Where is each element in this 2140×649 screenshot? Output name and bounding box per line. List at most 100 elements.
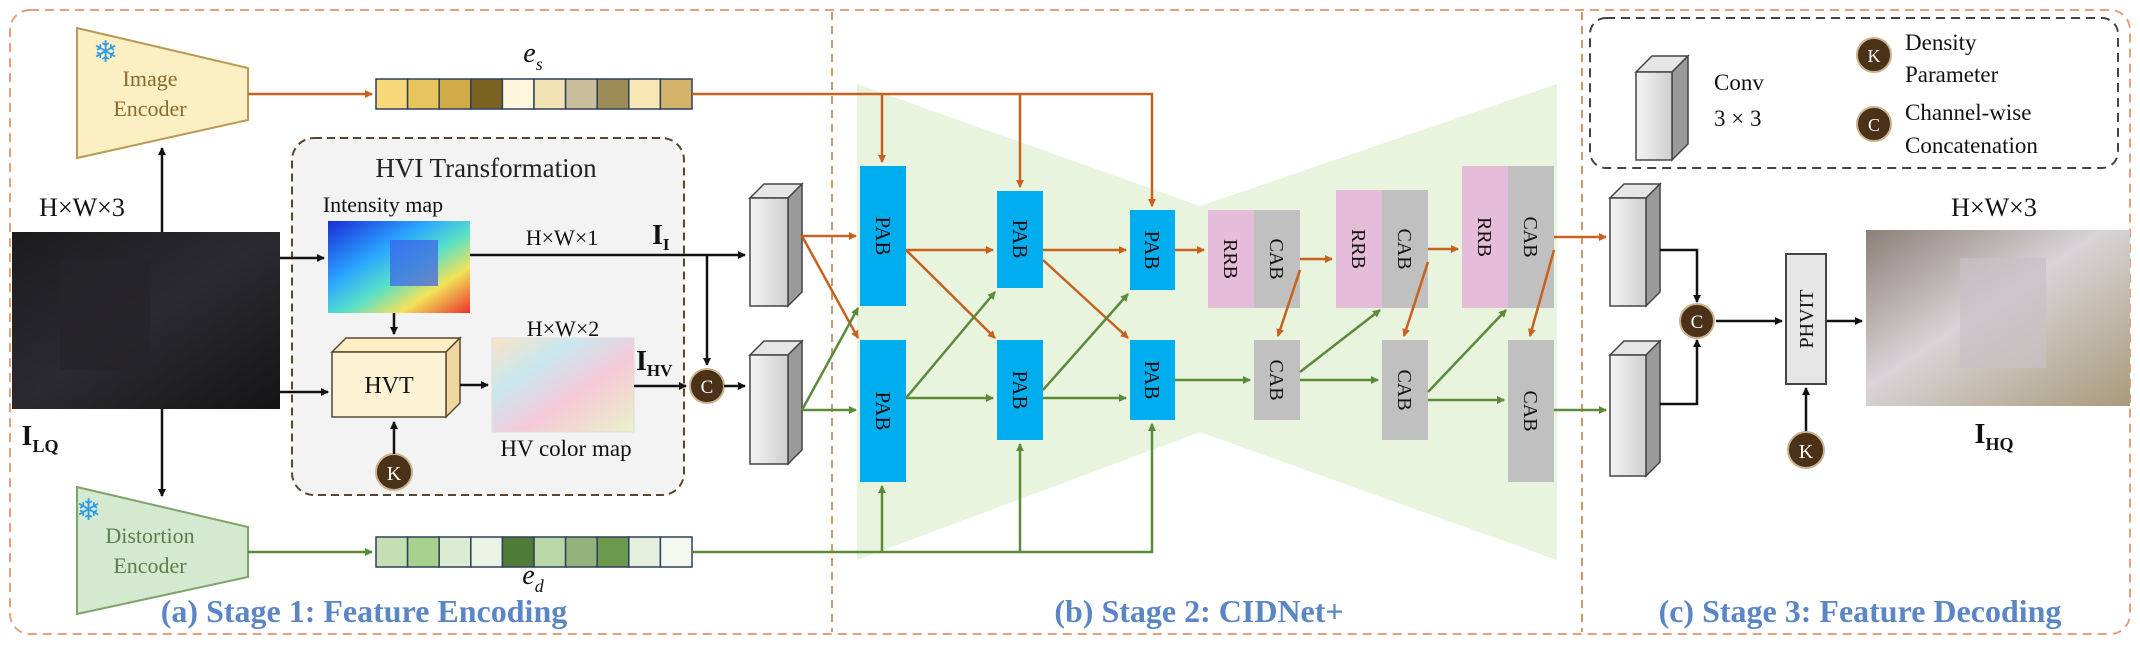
hvt-block-top [330, 337, 462, 353]
density-k-label: K [387, 463, 402, 485]
legend-conv-label-2: 3 × 3 [1714, 106, 1761, 131]
conv-block-1 [748, 182, 804, 308]
es-cells-cell [375, 78, 409, 110]
stage1-title: (a) Stage 1: Feature Encoding [161, 593, 567, 629]
es-cells-cell [501, 78, 535, 110]
es-cells-cell [596, 78, 630, 110]
dim-hw2-label: H×W×2 [527, 316, 599, 341]
cab-block-5: CAB [1382, 340, 1428, 440]
es-cells-cell [628, 78, 662, 110]
svg-text:CAB: CAB [1519, 216, 1541, 257]
ed-cells-cell [406, 536, 440, 568]
concat-c-icon-2 [1679, 303, 1715, 339]
pab-block-6: PAB [1130, 340, 1175, 420]
ed-cells-cell [596, 536, 630, 568]
ed-embedding [375, 536, 693, 568]
snowflake-icon: ❄ [93, 36, 118, 69]
pab-block-1: PAB [860, 166, 906, 306]
density-k-icon-2 [1787, 431, 1825, 469]
output-hq-label: IHQ [1975, 419, 2014, 454]
svg-text:PAB: PAB [871, 392, 895, 431]
pab-block-3: PAB [997, 191, 1043, 288]
orange-arrows [248, 90, 1607, 339]
es-cells-cell [659, 78, 693, 110]
rrb-block-1: RRB [1208, 210, 1254, 308]
cab-block-6: CAB [1508, 340, 1554, 482]
rrb-block-2: RRB [1336, 190, 1382, 308]
cab-block-3: CAB [1508, 166, 1554, 308]
svg-text:PAB: PAB [1008, 220, 1032, 259]
intensity-map-detail [390, 240, 438, 286]
hvt-block [331, 351, 447, 418]
es-cells-cell [470, 78, 504, 110]
ed-cells-cell [659, 536, 693, 568]
es-cells-cell [438, 78, 472, 110]
hvi-title: HVI Transformation [375, 153, 597, 183]
distortion-encoder-shape [76, 485, 249, 616]
es-cells-cell [533, 78, 567, 110]
image-encoder-shape [76, 26, 249, 160]
legend-c-icon [1856, 106, 1892, 142]
density-k-label-2: K [1799, 441, 1814, 463]
ed-cells-cell [628, 536, 662, 568]
ed-cells-cell [501, 536, 535, 568]
output-hq-image-detail [1960, 258, 2046, 368]
stage3-title: (c) Stage 3: Feature Decoding [1659, 593, 2062, 629]
svg-text:RRB: RRB [1347, 229, 1369, 269]
phvit-block [1785, 253, 1827, 385]
legend-conv-icon [1634, 54, 1690, 162]
conv-block-2 [748, 339, 804, 466]
intensity-map-label: Intensity map [323, 192, 443, 217]
conv-block-3 [1608, 182, 1662, 308]
svg-text:RRB: RRB [1473, 217, 1495, 257]
input-lq-image-detail [60, 260, 150, 370]
es-embedding [375, 78, 693, 110]
snowflake-icon-2: ❄ [76, 494, 101, 527]
dim-hw1-label: H×W×1 [526, 225, 598, 250]
legend-c-label-2: Concatenation [1905, 133, 2038, 158]
rrb-block-3: RRB [1462, 166, 1508, 308]
ed-cells-cell [375, 536, 409, 568]
ii-label: II [652, 220, 670, 254]
cab-block-4: CAB [1254, 340, 1300, 420]
distortion-encoder-label-2: Encoder [113, 553, 187, 578]
concat-c-label: C [701, 377, 714, 398]
svg-text:CAB: CAB [1265, 359, 1287, 400]
ed-cells-cell [533, 536, 567, 568]
legend-c-label-1: Channel-wise [1905, 100, 2031, 125]
es-cells-cell [406, 78, 440, 110]
hv-color-map-image [491, 337, 635, 433]
cidnet-decoder-bg [1200, 84, 1557, 560]
svg-text:PAB: PAB [871, 217, 895, 256]
ed-cells-cell [470, 536, 504, 568]
legend-k-label-2: Parameter [1905, 62, 1999, 87]
output-dim-label: H×W×3 [1951, 193, 2037, 222]
stage3-black-arrows [1660, 248, 1863, 432]
hvt-block-side [445, 336, 461, 419]
es-label: es [523, 38, 542, 74]
svg-text:CAB: CAB [1519, 390, 1541, 431]
svg-text:RRB: RRB [1219, 239, 1241, 279]
input-lq-label: ILQ [22, 421, 59, 456]
legend-c-glyph: C [1868, 115, 1880, 135]
legend-k-label-1: Density [1905, 30, 1977, 55]
distortion-encoder-label-1: Distortion [105, 523, 194, 548]
hvt-label: HVT [364, 373, 414, 399]
svg-text:CAB: CAB [1393, 228, 1415, 269]
legend-conv-label-1: Conv [1714, 70, 1764, 95]
input-dim-label: H×W×3 [39, 193, 125, 222]
green-arrows [248, 291, 1607, 556]
concat-c-label-2: C [1691, 312, 1704, 333]
image-encoder-label-1: Image [123, 66, 178, 91]
legend-k-icon [1856, 37, 1892, 73]
es-cells-cell [564, 78, 598, 110]
stage1-black-arrows [158, 147, 746, 497]
image-encoder-label-2: Encoder [113, 96, 187, 121]
ed-cells-cell [564, 536, 598, 568]
legend-k-glyph: K [1868, 46, 1881, 66]
phvit-label: PHVIT [1796, 290, 1818, 349]
svg-text:PAB: PAB [1140, 361, 1164, 400]
pab-block-4: PAB [997, 340, 1043, 440]
